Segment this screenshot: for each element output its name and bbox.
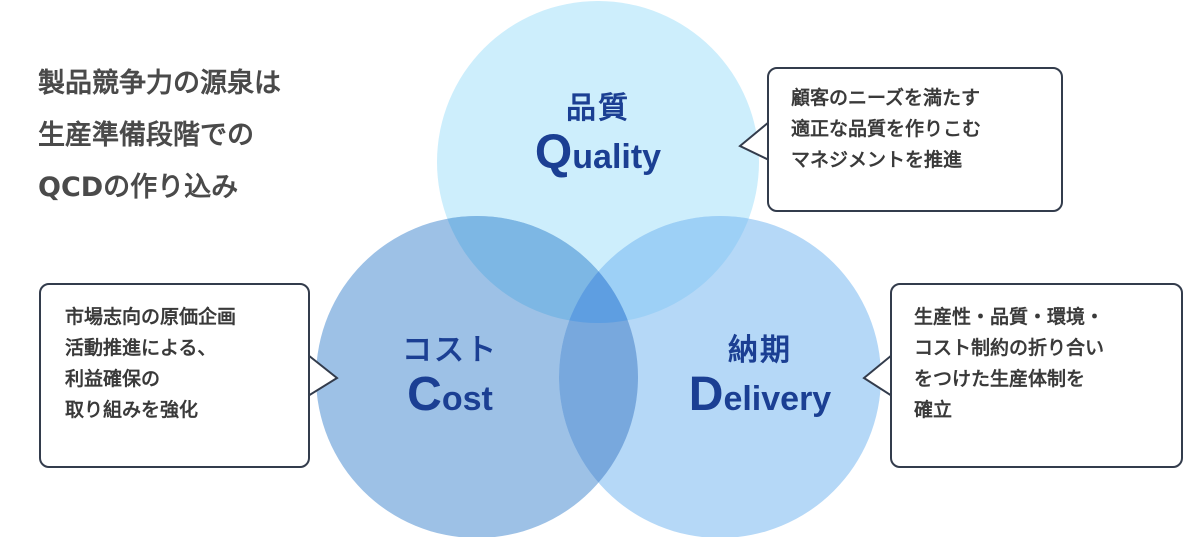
cost-label-jp: コスト: [402, 333, 498, 368]
cost-label: コスト Cost: [350, 332, 550, 424]
quality-label-jp: 品質: [566, 91, 630, 126]
delivery-label: 納期 Delivery: [660, 332, 860, 424]
cost-label-en: Cost: [350, 370, 550, 424]
callout-line: 適正な品質を作りこむ: [791, 118, 982, 140]
callout-cost: 市場志向の原価企画 活動推進による、 利益確保の 取り組みを強化: [39, 283, 310, 468]
callout-line: 利益確保の: [65, 368, 161, 390]
quality-label-initial: Q: [534, 126, 573, 179]
callout-line: 取り組みを強化: [65, 399, 199, 421]
quality-label-rest: uality: [572, 138, 662, 176]
delivery-label-jp: 納期: [728, 333, 792, 368]
callout-line: 生産性・品質・環境・: [914, 306, 1105, 328]
callout-line: コスト制約の折り合い: [914, 337, 1105, 359]
delivery-label-en: Delivery: [660, 370, 860, 424]
callout-line: 市場志向の原価企画: [65, 306, 237, 328]
quality-label: 品質 Quality: [498, 90, 698, 182]
callout-delivery: 生産性・品質・環境・ コスト制約の折り合い をつけた生産体制を 確立: [890, 283, 1183, 468]
delivery-label-rest: elivery: [723, 380, 832, 418]
cost-label-rest: ost: [441, 380, 493, 418]
headline-line: QCDの作り込み: [38, 172, 239, 203]
callout-line: 顧客のニーズを満たす: [791, 87, 981, 109]
callout-line: 活動推進による、: [65, 337, 217, 359]
callout-line: マネジメントを推進: [791, 149, 963, 171]
quality-cost-overlap: [437, 216, 638, 323]
cost-label-initial: C: [407, 368, 442, 421]
callout-line: 確立: [914, 399, 953, 421]
headline-line: 製品競争力の源泉は: [38, 68, 281, 99]
delivery-label-initial: D: [688, 368, 724, 421]
callout-quality: 顧客のニーズを満たす 適正な品質を作りこむ マネジメントを推進: [767, 67, 1063, 212]
quality-label-en: Quality: [498, 128, 698, 182]
headline-line: 生産準備段階での: [38, 120, 254, 151]
quality-delivery-overlap: [559, 216, 759, 323]
headline: 製品競争力の源泉は 生産準備段階での QCDの作り込み: [38, 58, 358, 214]
callout-line: をつけた生産体制を: [914, 368, 1086, 390]
